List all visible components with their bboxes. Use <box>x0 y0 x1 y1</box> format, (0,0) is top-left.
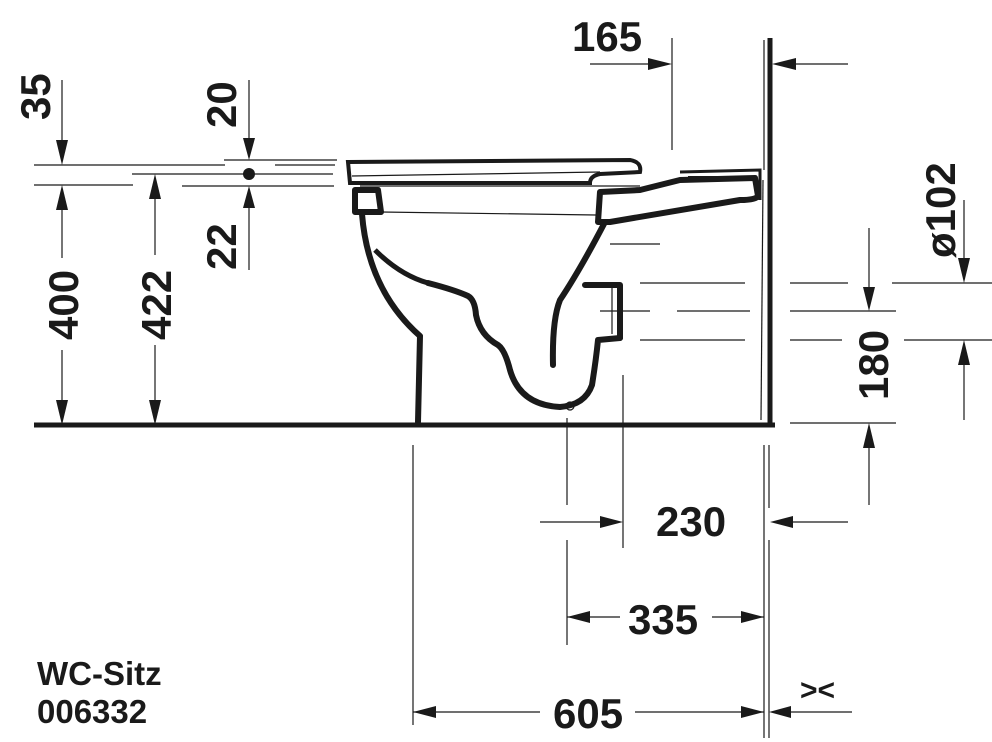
dim-outlet-diameter: ø102 <box>917 162 964 258</box>
dim-projection: 605 <box>553 690 623 737</box>
dim-seat-top-offset: 20 <box>198 81 245 128</box>
seat-point-marker <box>243 168 255 180</box>
part-number: 006332 <box>37 693 148 730</box>
wc-bowl-outline <box>345 157 762 425</box>
part-label: WC-Sitz <box>37 655 162 692</box>
dim-outlet-to-wall: 230 <box>656 498 726 545</box>
dim-seat-thickness: 35 <box>12 73 59 120</box>
dim-seat-height: 422 <box>133 270 180 340</box>
dim-rim-height: 400 <box>40 270 87 340</box>
dim-outlet-height: 180 <box>850 330 897 400</box>
dim-centerline-to-wall: 335 <box>628 596 698 643</box>
dim-seat-bottom-offset: 22 <box>198 223 245 270</box>
dim-hinge-to-wall: 165 <box>572 13 642 60</box>
dim-wall-gap-symbol: >< <box>800 674 835 707</box>
